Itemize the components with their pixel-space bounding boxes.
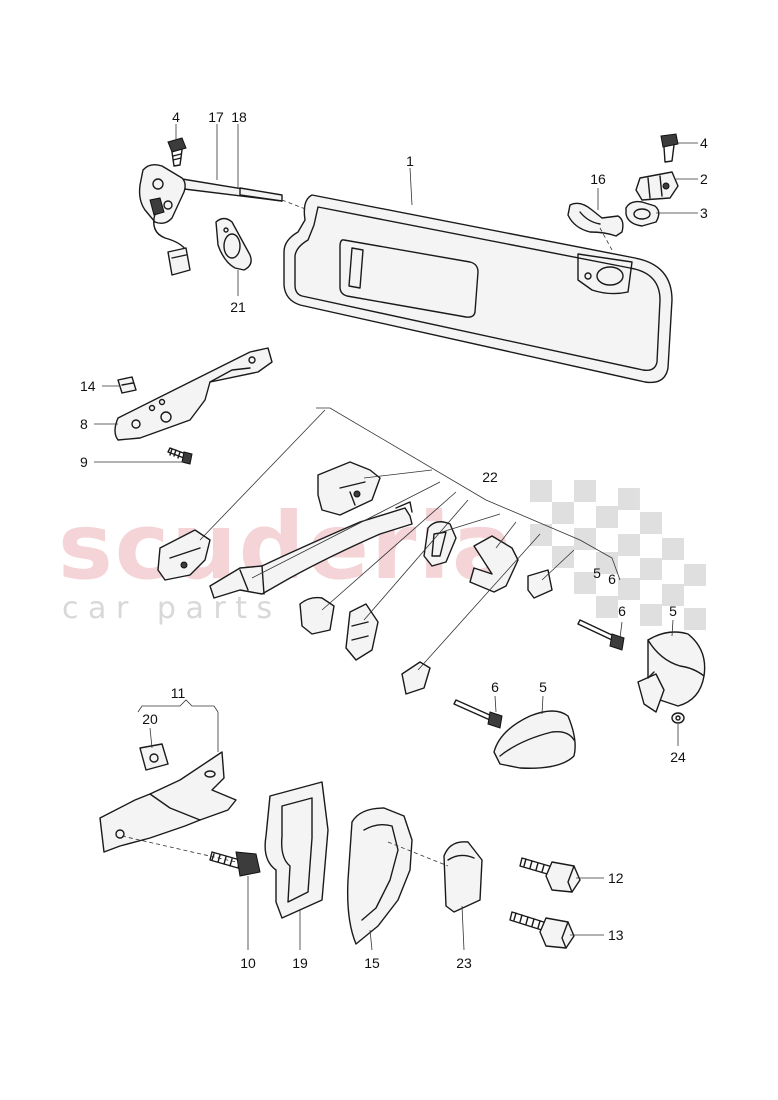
nut-clip-14	[117, 376, 137, 394]
callout-5-top: 5	[593, 565, 601, 581]
cover-cap-5-mid	[493, 710, 576, 769]
callout-1: 1	[406, 153, 414, 169]
callout-14: 14	[80, 378, 96, 394]
bolt-12	[519, 857, 581, 893]
callout-8: 8	[80, 416, 88, 432]
callout-5-right: 5	[669, 603, 677, 619]
bracket-8	[114, 347, 273, 441]
screw-4-left	[167, 137, 187, 167]
watermark-tagline: c a r p a r t s	[62, 591, 272, 626]
callout-23: 23	[456, 955, 472, 971]
visor-rod-assembly	[138, 163, 283, 276]
cap-23	[443, 841, 483, 913]
callout-20: 20	[142, 711, 158, 727]
checkered-flag-logo	[530, 480, 706, 630]
callout-labels: 4 17 18 1 16 4 2 3 21 14 8 9 22 5 6 6 5 …	[80, 109, 708, 971]
callout-4-right: 4	[700, 135, 708, 151]
clip-20	[139, 743, 169, 771]
callout-5-mid: 5	[539, 679, 547, 695]
callout-16: 16	[590, 171, 606, 187]
gasket-3	[625, 200, 660, 227]
visor-hook-16	[567, 202, 624, 237]
callout-13: 13	[608, 927, 624, 943]
gasket-19	[264, 781, 329, 919]
callout-12: 12	[608, 870, 624, 886]
callout-10: 10	[240, 955, 256, 971]
callout-6-mid: 6	[491, 679, 499, 695]
screw-6-top	[577, 619, 625, 651]
bolt-10	[209, 851, 261, 877]
cover-cap-5-right	[637, 631, 706, 713]
bracket-11	[99, 751, 237, 853]
callout-11: 11	[171, 685, 186, 701]
callout-2: 2	[700, 171, 708, 187]
callout-6-top: 6	[608, 571, 616, 587]
grab-handle-group-22	[157, 461, 553, 695]
cover-plate-21	[215, 217, 252, 271]
clip-2	[635, 171, 679, 201]
bolt-13	[509, 911, 575, 949]
callout-4-left: 4	[172, 109, 180, 125]
callout-18: 18	[231, 109, 247, 125]
callout-3: 3	[700, 205, 708, 221]
callout-21: 21	[230, 299, 246, 315]
screw-4-right	[660, 133, 679, 163]
callout-22: 22	[482, 469, 498, 485]
callout-6-mid-right: 6	[618, 603, 626, 619]
trim-panel-15	[347, 807, 413, 945]
callout-17: 17	[208, 109, 224, 125]
watermark: scuderia c a r p a r t s	[58, 480, 706, 630]
sun-visor	[283, 194, 673, 384]
leader-lines	[94, 124, 698, 951]
callout-24: 24	[670, 749, 686, 765]
screw-9	[167, 447, 193, 465]
callout-19: 19	[292, 955, 308, 971]
callout-15: 15	[364, 955, 380, 971]
callout-9: 9	[80, 454, 88, 470]
washer-24	[671, 712, 685, 724]
screw-6-mid	[453, 699, 503, 729]
assembly-lines	[121, 199, 613, 867]
